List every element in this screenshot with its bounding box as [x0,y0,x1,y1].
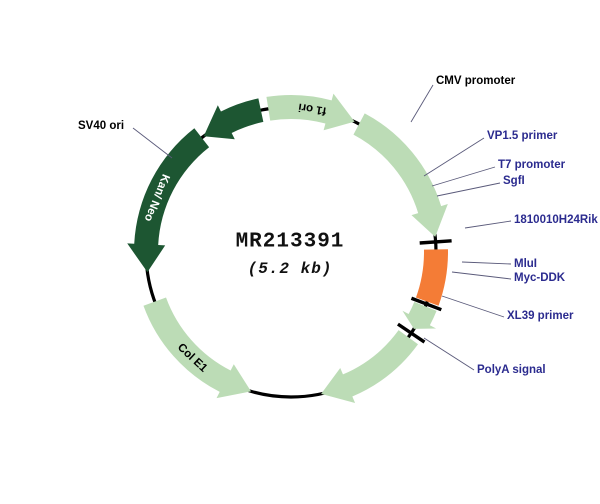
feature-f1-ori[interactable] [266,93,355,131]
feature-myc-ddk[interactable] [402,301,437,329]
feature-arrow-myc-ddk[interactable] [402,301,437,329]
feature-arrows-layer [127,93,448,403]
callout-label-1810010h24rik[interactable]: 1810010H24Rik [514,214,598,226]
feature-label-f1-ori: f1 ori [298,101,328,117]
feature-arrow-sv40-ori[interactable] [203,98,264,140]
leader-line-1810010h24rik [464,220,512,229]
callout-label-t7-promoter[interactable]: T7 promoter [498,159,566,171]
feature-1810010h24rik[interactable] [415,249,448,306]
callout-label-vp15-primer[interactable]: VP1.5 primer [487,130,558,142]
callout-label-mlui[interactable]: MluI [514,258,537,270]
leader-line-polya-signal [423,337,475,371]
leader-line-mlui [461,261,512,265]
feature-arrow-cmv-promoter[interactable] [353,113,448,237]
leader-line-myc-ddk [451,271,512,280]
site-tick-sgfi-site[interactable] [419,239,452,245]
leader-line-sgfi [436,182,501,197]
leader-line-cmv-promoter [410,84,434,123]
feature-polya-signal[interactable] [321,330,419,403]
feature-kan-neo[interactable] [127,128,210,273]
leader-line-t7-promoter [431,166,496,187]
feature-arrow-kan-neo[interactable] [127,128,210,273]
feature-arrow-polya-signal[interactable] [321,330,419,403]
callout-label-sgfi[interactable]: SgfI [503,175,525,187]
feature-sv40-ori[interactable] [203,98,264,140]
feature-cmv-promoter[interactable] [353,113,448,237]
leader-line-vp15-primer [423,137,485,177]
feature-arrow-1810010h24rik[interactable] [415,249,448,306]
callout-label-sv40-ori[interactable]: SV40 ori [78,120,124,132]
site-tick-mlui-site[interactable] [410,296,442,312]
callout-label-xl39-primer[interactable]: XL39 primer [507,310,574,322]
plasmid-center-text: MR213391 (5.2 kb) [236,231,345,279]
plasmid-name: MR213391 [236,231,345,254]
restriction-sites-layer [396,239,452,344]
leader-line-sv40-ori [132,127,173,159]
feature-col-e1[interactable] [143,297,252,399]
callout-label-cmv-promoter[interactable]: CMV promoter [436,75,516,87]
feature-arrow-f1-ori[interactable] [266,93,355,131]
leader-lines-layer [132,84,512,371]
leader-line-xl39-primer [441,295,505,318]
feature-arrow-col-e1[interactable] [143,297,252,399]
plasmid-size: (5.2 kb) [248,260,333,278]
callout-label-polya-signal[interactable]: PolyA signal [477,364,546,376]
callout-label-myc-ddk[interactable]: Myc-DDK [514,272,566,284]
site-tick-myc-ddk-tick[interactable] [396,322,426,344]
